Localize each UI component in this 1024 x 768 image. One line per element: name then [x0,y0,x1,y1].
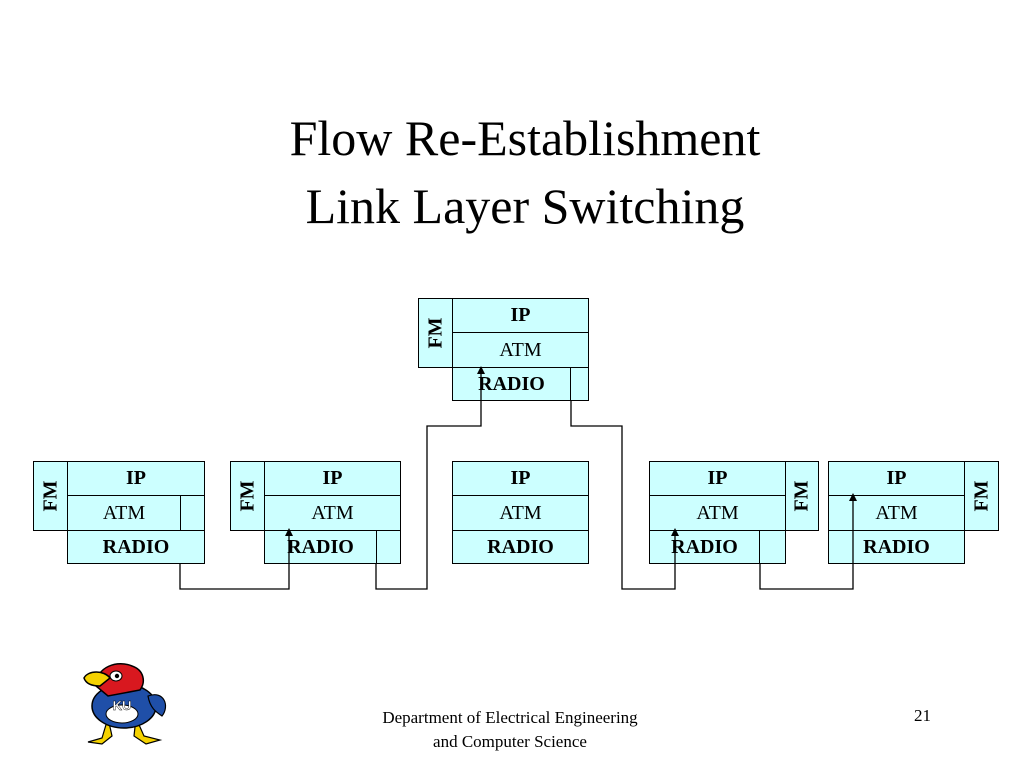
stack2-fm-cell: FM [230,461,265,531]
wire-stack2-to-top [375,366,485,590]
footer-dept-line-1: Department of Electrical Engineering [382,708,638,727]
stack4-fm-cell: FM [785,461,819,531]
stack1-atm-cell: ATM [67,495,181,531]
logo-ku-text: KU [113,698,132,713]
wire-top-to-stack4 [570,401,679,590]
stack3-atm-cell: ATM [452,495,589,531]
stack5-ip-cell: IP [828,461,965,496]
footer-dept-line-2: and Computer Science [433,732,587,751]
title-line-1: Flow Re-Establishment [289,110,761,166]
stack5-fm-cell: FM [964,461,999,531]
stack1-radio-cell: RADIO [67,530,205,564]
top-ip-cell: IP [452,298,589,333]
wire-stack4-to-stack5 [759,493,857,590]
top-fm-cell: FM [418,298,453,368]
top-radio-cell: RADIO [452,367,571,401]
wire-stack1-to-stack2 [179,528,293,590]
stack2-ip-cell: IP [264,461,401,496]
title-line-2: Link Layer Switching [305,178,745,234]
stack4-ip-cell: IP [649,461,786,496]
stack3-radio-cell: RADIO [452,530,589,564]
stack2-radio-side-cell [376,530,401,564]
page-number: 21 [914,706,931,725]
stack1-atm-side-cell [180,495,205,531]
stack4-radio-side-cell [759,530,786,564]
stack3-ip-cell: IP [452,461,589,496]
stack5-atm-cell: ATM [828,495,965,531]
stack1-ip-cell: IP [67,461,205,496]
stack2-radio-cell: RADIO [264,530,377,564]
jayhawk-logo-icon: KU [83,663,167,745]
stack5-radio-cell: RADIO [828,530,965,564]
top-radio-side-cell [570,367,589,401]
stack4-radio-cell: RADIO [649,530,760,564]
footer-department: Department of Electrical Engineering and… [340,706,680,754]
